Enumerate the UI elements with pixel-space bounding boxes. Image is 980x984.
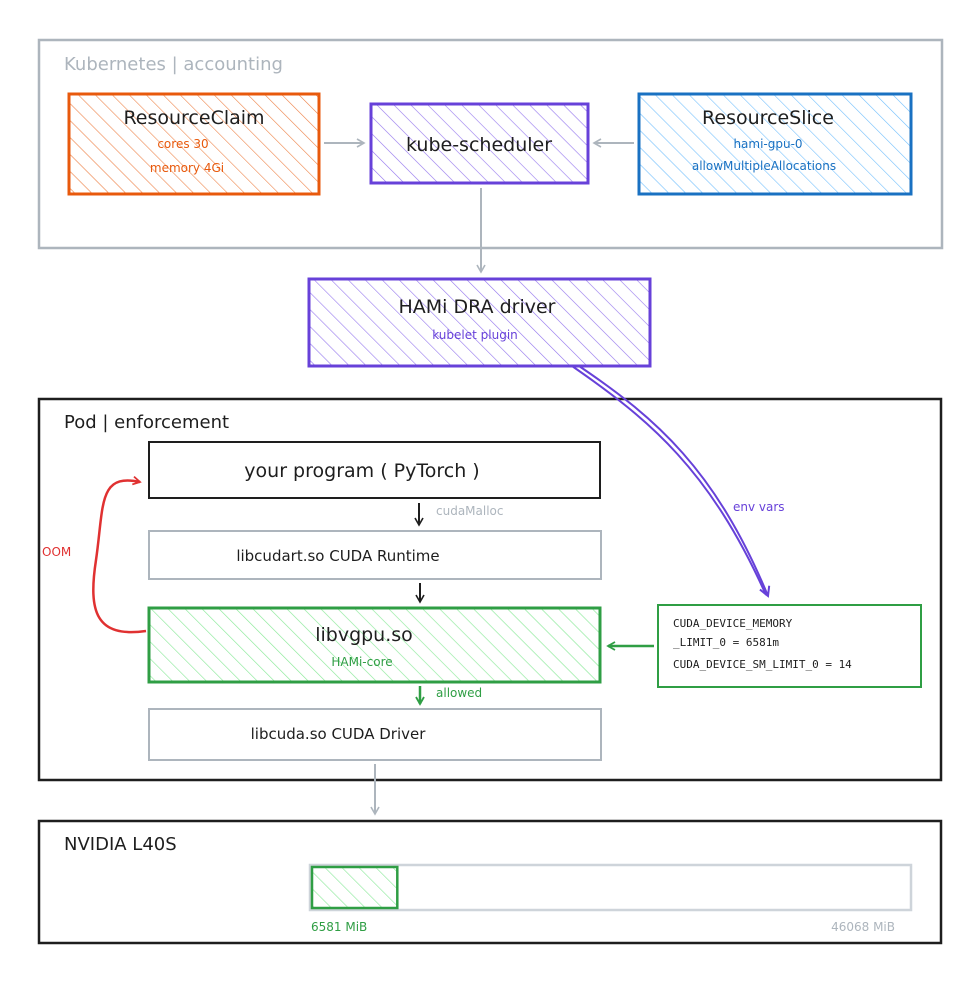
kubernetes-group-label: Kubernetes | accounting	[64, 54, 283, 75]
memory-total-label: 46068 MiB	[831, 920, 895, 934]
hami-dra-driver-box: HAMi DRA driver kubelet plugin	[307, 277, 652, 368]
hami-driver-subtitle: kubelet plugin	[432, 328, 518, 342]
libcudart-box: libcudart.so CUDA Runtime	[148, 530, 602, 580]
resource-slice-title: ResourceSlice	[702, 107, 834, 129]
resource-claim-cores: cores 30	[157, 137, 208, 151]
env-vars-label: env vars	[733, 500, 785, 514]
resource-slice-device: hami-gpu-0	[733, 137, 802, 151]
env-vars-box: CUDA_DEVICE_MEMORY _LIMIT_0 = 6581m CUDA…	[657, 604, 922, 688]
memory-bar-used	[310, 865, 399, 910]
cuda-malloc-label: cudaMalloc	[436, 504, 504, 518]
resource-claim-box: ResourceClaim cores 30 memory 4Gi	[67, 92, 321, 196]
libvgpu-box: libvgpu.so HAMi-core	[147, 606, 602, 684]
program-box: your program ( PyTorch )	[148, 441, 601, 499]
kubernetes-group: Kubernetes | accounting	[37, 38, 944, 250]
kube-scheduler-title: kube-scheduler	[406, 134, 552, 156]
libvgpu-subtitle: HAMi-core	[331, 655, 392, 669]
pod-group: Pod | enforcement	[37, 397, 943, 782]
env-memory-limit-line1: CUDA_DEVICE_MEMORY	[673, 617, 793, 630]
driver-to-env-arrow-line	[571, 365, 767, 596]
oom-label: OOM	[42, 545, 71, 559]
gpu-group-label: NVIDIA L40S	[64, 834, 177, 855]
allowed-label: allowed	[436, 686, 482, 700]
resource-slice-allocations: allowMultipleAllocations	[692, 159, 836, 173]
resource-claim-title: ResourceClaim	[123, 107, 264, 129]
resource-claim-memory: memory 4Gi	[150, 161, 224, 175]
memory-used-label: 6581 MiB	[311, 920, 367, 934]
libcudart-title: libcudart.so CUDA Runtime	[236, 547, 439, 565]
memory-bar-track	[308, 863, 913, 912]
libvgpu-title: libvgpu.so	[315, 624, 413, 646]
gpu-memory-bar: 6581 MiB 46068 MiB	[308, 863, 913, 934]
program-title: your program ( PyTorch )	[244, 460, 479, 482]
gpu-group: NVIDIA L40S	[37, 819, 943, 945]
libcuda-title: libcuda.so CUDA Driver	[251, 725, 427, 743]
kube-scheduler-box: kube-scheduler	[369, 102, 590, 185]
pod-group-label: Pod | enforcement	[64, 412, 229, 433]
driver-to-env-arrow	[578, 365, 768, 596]
oom-arrow	[92, 475, 147, 634]
resource-slice-box: ResourceSlice hami-gpu-0 allowMultipleAl…	[637, 92, 913, 196]
env-memory-limit-line2: _LIMIT_0 = 6581m	[673, 636, 779, 649]
libcuda-box: libcuda.so CUDA Driver	[148, 708, 602, 761]
env-sm-limit: CUDA_DEVICE_SM_LIMIT_0 = 14	[673, 658, 852, 671]
hami-driver-title: HAMi DRA driver	[399, 296, 556, 318]
